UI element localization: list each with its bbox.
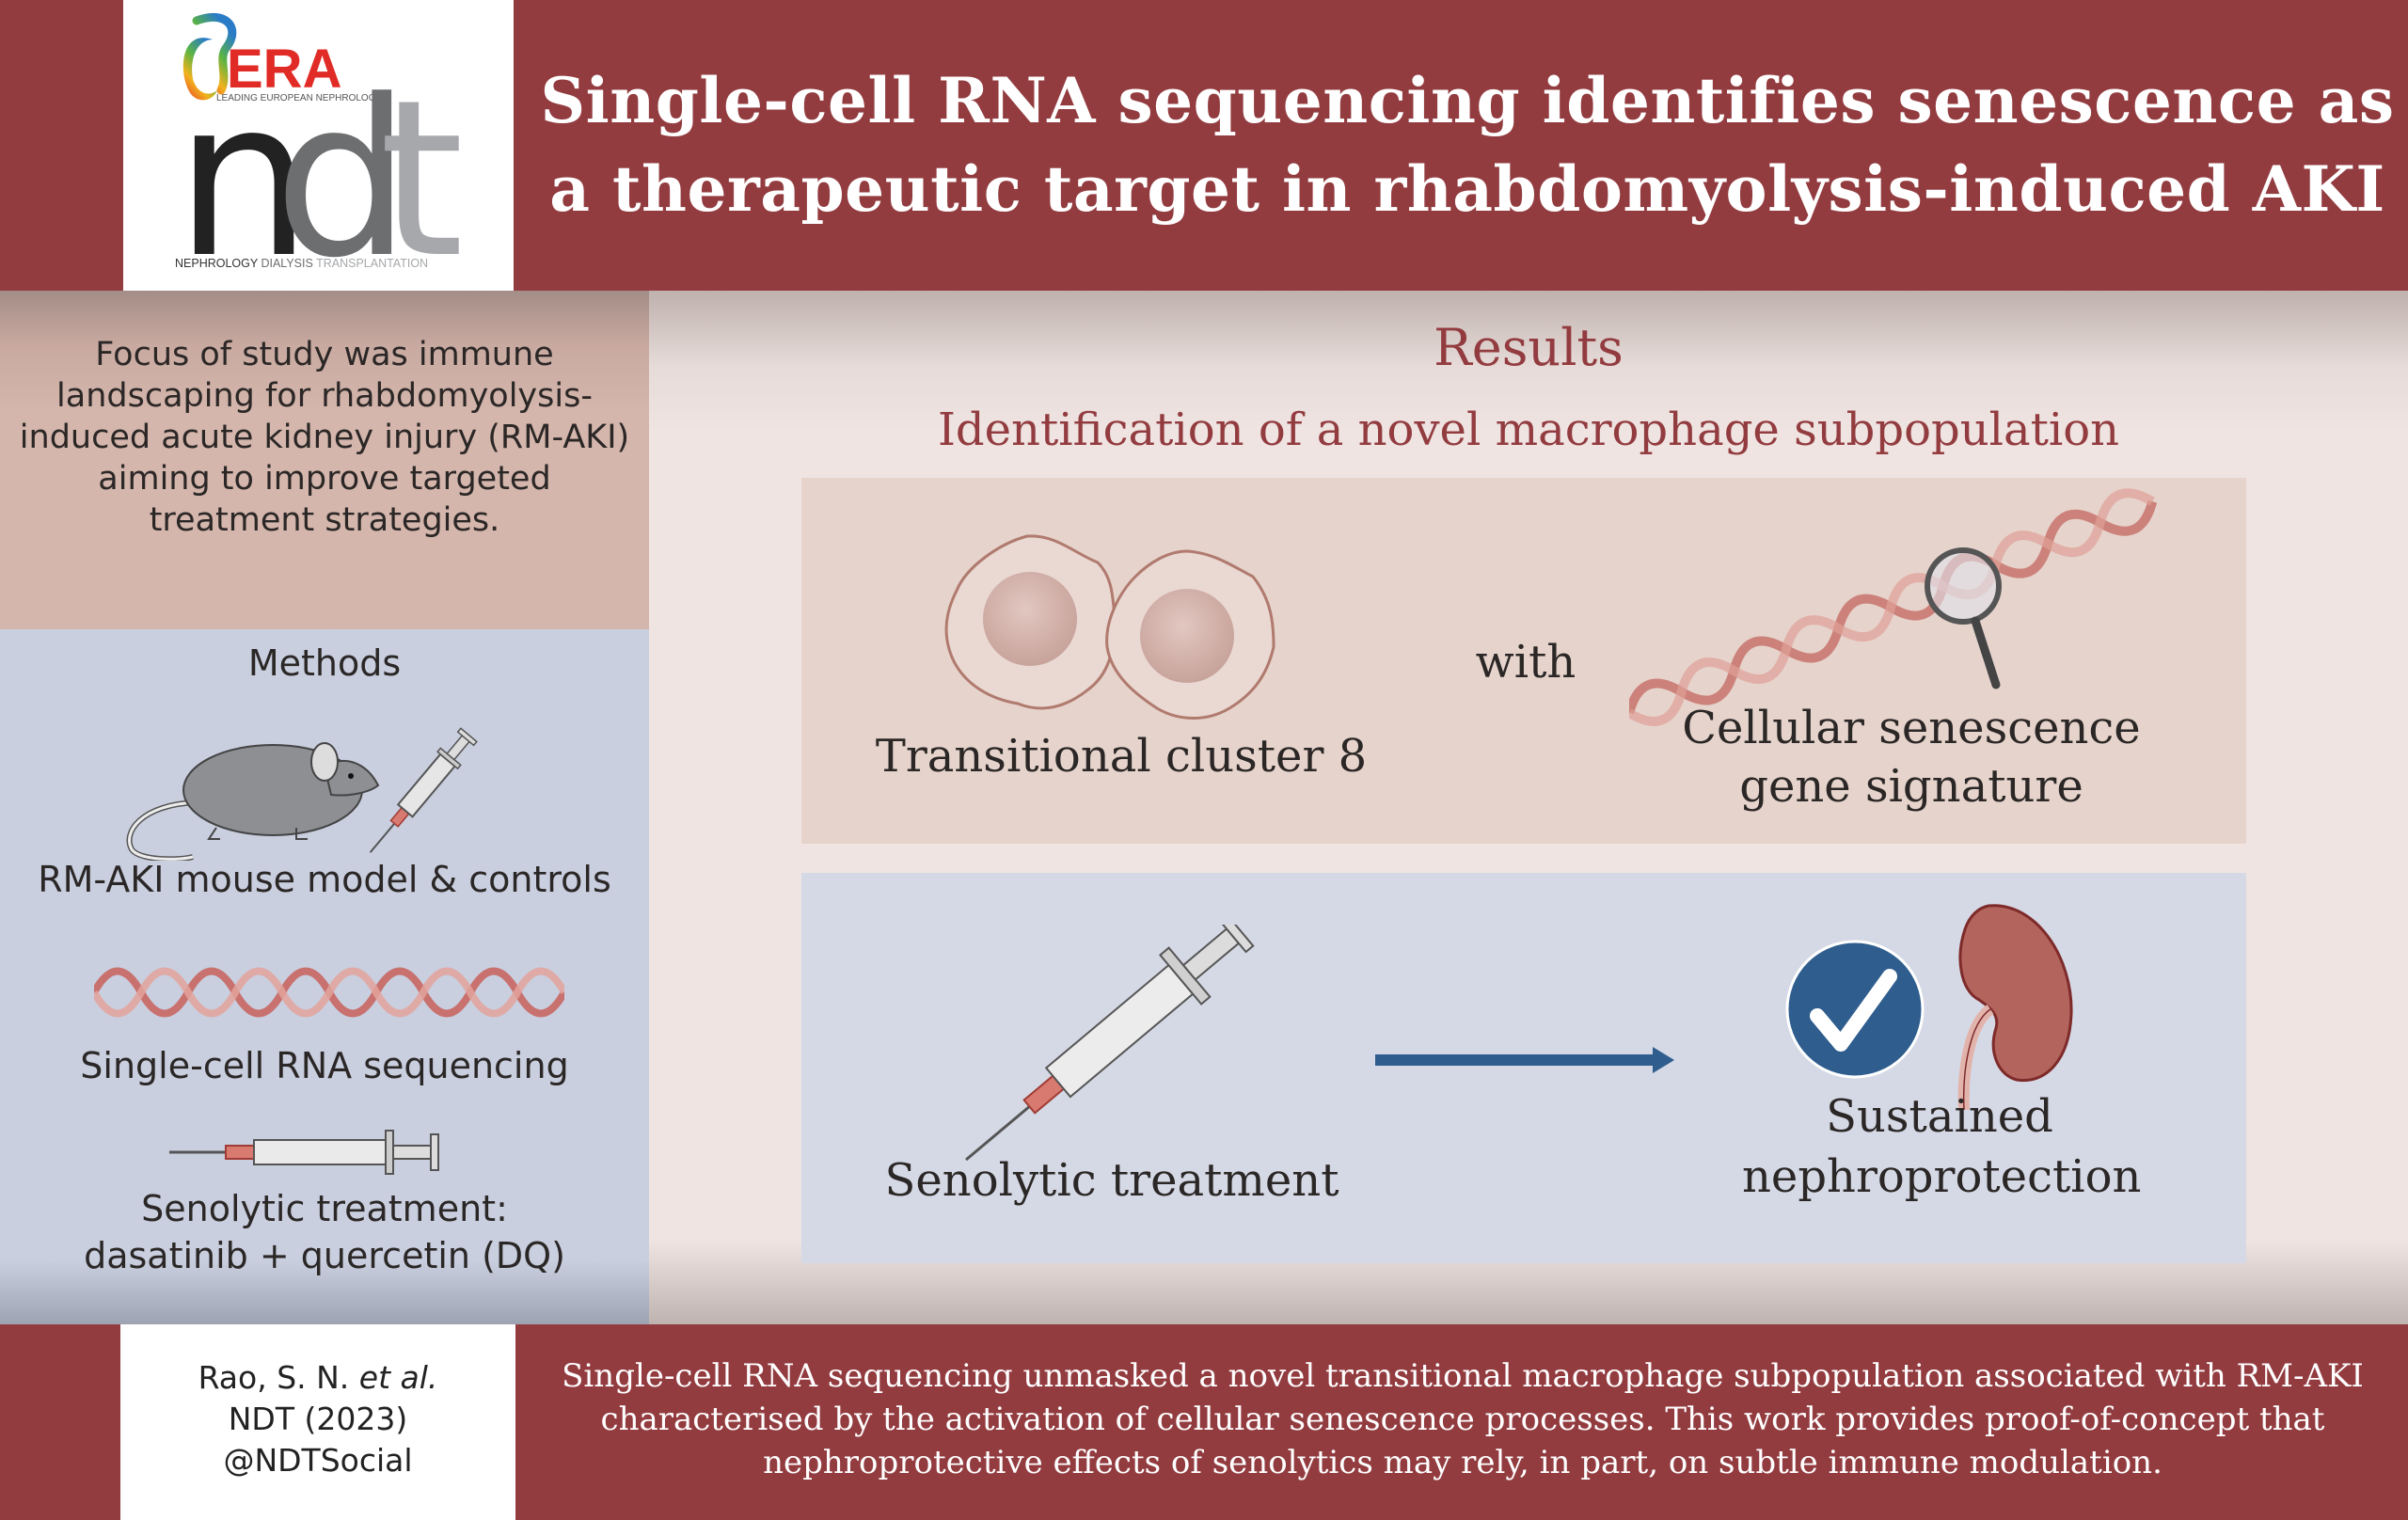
citation-journal: NDT (2023) — [228, 1401, 408, 1437]
mouse-with-syringe-icon — [126, 727, 478, 861]
kidney-icon — [1957, 904, 2073, 1111]
focus-text: Focus of study was immune landscaping fo… — [19, 336, 630, 539]
citation-author: Rao, S. N. — [198, 1359, 359, 1396]
nephroprotection-label-line2: nephroprotection — [1742, 1150, 2142, 1203]
arrow-right-icon — [1375, 1047, 1674, 1073]
method-label-scrna: Single-cell RNA sequencing — [80, 1045, 569, 1086]
results-subheading: Identification of a novel macrophage sub… — [937, 404, 2120, 456]
methods-heading: Methods — [247, 642, 402, 684]
method-label-senolytic-line2: dasatinib + quercetin (DQ) — [84, 1235, 565, 1276]
identification-panel: Transitional cluster 8 with Cellular sen… — [801, 478, 2246, 844]
page-title: Single-cell RNA sequencing identifies se… — [540, 64, 2395, 226]
senolytic-treatment-label: Senolytic treatment — [884, 1154, 1339, 1207]
citation-etal: et al. — [358, 1359, 438, 1396]
ndt-d: d — [274, 55, 392, 291]
connector-with: with — [1475, 636, 1576, 689]
senescence-label-line2: gene signature — [1739, 760, 2083, 813]
dna-helix-icon — [94, 967, 564, 1018]
cells-icon — [944, 534, 1275, 720]
era-ndt-logo-icon: ERA LEADING EUROPEAN NEPHROLOGY n d t NE… — [175, 12, 464, 306]
summary-text: Single-cell RNA sequencing unmasked a no… — [562, 1357, 2364, 1481]
ndt-subtitle: NEPHROLOGY DIALYSIS TRANSPLANTATION — [175, 257, 428, 270]
checkmark-icon — [1785, 940, 1925, 1079]
method-label-senolytic-line1: Senolytic treatment: — [141, 1188, 508, 1229]
syringe-icon — [169, 1130, 439, 1175]
citation-box — [120, 1324, 515, 1520]
dna-magnifier-icon — [1629, 488, 2158, 726]
ndt-t: t — [379, 55, 464, 291]
senescence-label-line1: Cellular senescence — [1682, 702, 2141, 754]
nephroprotection-label-line1: Sustained — [1826, 1090, 2053, 1143]
journal-logo: ERA LEADING EUROPEAN NEPHROLOGY n d t NE… — [123, 0, 514, 306]
focus-chevron — [0, 527, 649, 627]
era-brand-text: ERA — [227, 39, 341, 100]
treatment-panel: Senolytic treatment Sustained nephroprot… — [801, 873, 2246, 1263]
syringe-icon — [965, 925, 1255, 1162]
cluster-label: Transitional cluster 8 — [875, 730, 1368, 783]
citation-author-line: Rao, S. N. et al. — [120, 1357, 515, 1399]
citation: Rao, S. N. et al. NDT (2023) @NDTSocial — [120, 1357, 515, 1481]
citation-handle[interactable]: @NDTSocial — [223, 1442, 413, 1479]
era-tagline: LEADING EUROPEAN NEPHROLOGY — [216, 93, 382, 103]
methods-panel — [0, 527, 649, 1324]
method-label-mouse-model: RM-AKI mouse model & controls — [38, 859, 611, 900]
results-heading: Results — [1434, 318, 1624, 377]
